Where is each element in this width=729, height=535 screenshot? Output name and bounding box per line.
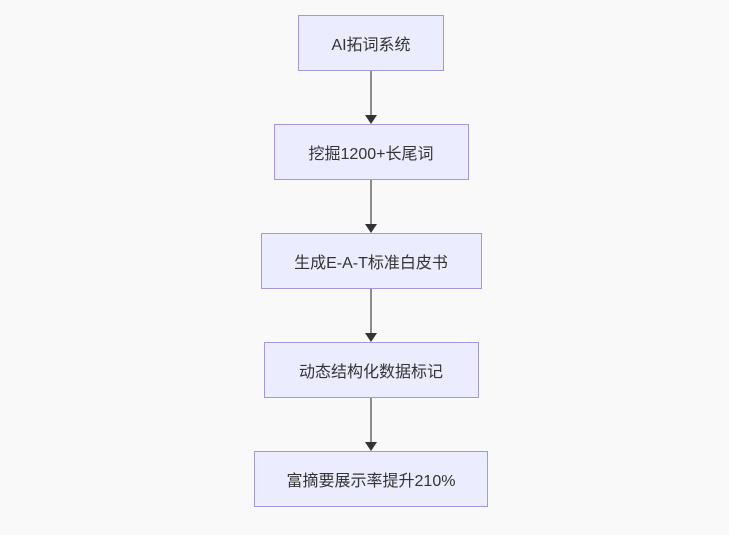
arrow-down-icon — [365, 115, 377, 124]
node-ai-word-system: AI拓词系统 — [298, 15, 444, 71]
node-label: AI拓词系统 — [331, 37, 411, 54]
edge-line — [370, 180, 372, 224]
edge-arrow — [365, 180, 377, 233]
node-label: 挖掘1200+长尾词 — [308, 146, 434, 163]
flowchart: AI拓词系统 挖掘1200+长尾词 生成E-A-T标准白皮书 动态结构化数据标记 — [254, 15, 488, 507]
edge-line — [370, 71, 372, 115]
edge-line — [370, 289, 372, 333]
edge-arrow — [365, 71, 377, 124]
arrow-down-icon — [365, 333, 377, 342]
node-eat-whitepaper: 生成E-A-T标准白皮书 — [260, 233, 482, 289]
node-structured-data-markup: 动态结构化数据标记 — [263, 342, 479, 398]
arrow-down-icon — [365, 224, 377, 233]
node-label: 生成E-A-T标准白皮书 — [294, 255, 448, 272]
edge-arrow — [365, 289, 377, 342]
node-rich-snippet-result: 富摘要展示率提升210% — [254, 451, 488, 507]
node-label: 富摘要展示率提升210% — [286, 473, 456, 490]
edge-line — [370, 398, 372, 442]
edge-arrow — [365, 398, 377, 451]
arrow-down-icon — [365, 442, 377, 451]
node-label: 动态结构化数据标记 — [298, 364, 443, 381]
node-longtail-mining: 挖掘1200+长尾词 — [273, 124, 469, 180]
